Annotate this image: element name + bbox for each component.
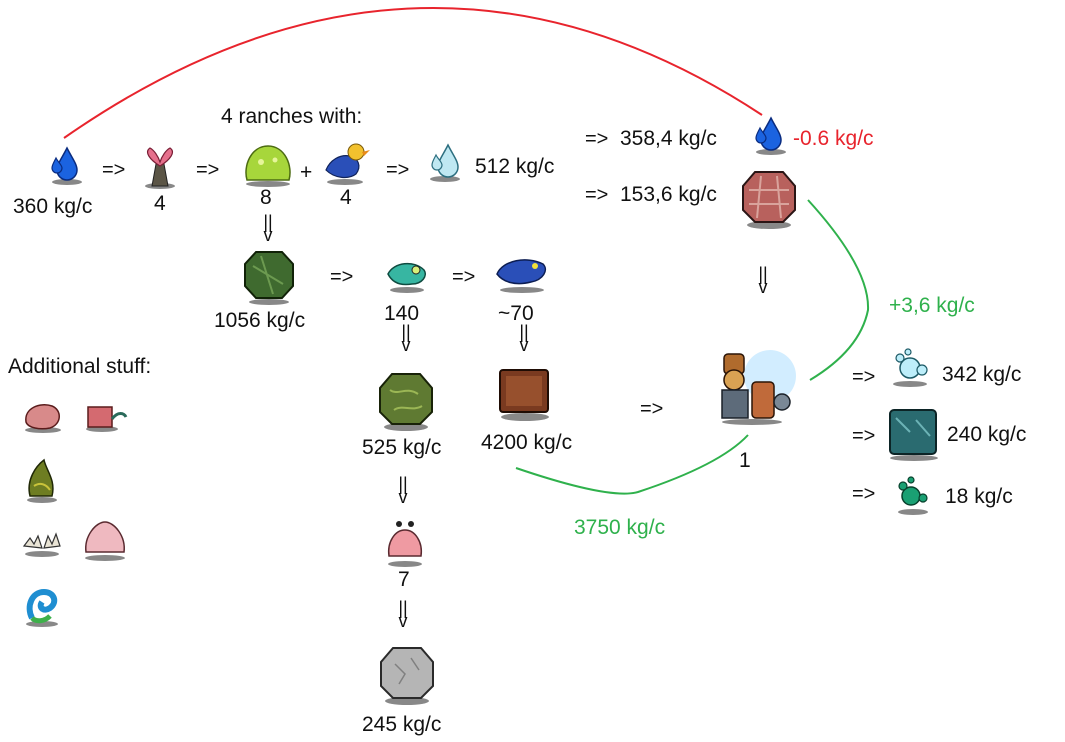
green-upper-flow: +3,6 kg/c — [889, 294, 975, 317]
slime-critter-icon — [241, 140, 295, 188]
shark-count: ~70 — [498, 302, 534, 325]
shark-critter-icon — [493, 250, 551, 294]
plant-count: 4 — [154, 192, 166, 215]
arrow-2: => — [196, 159, 220, 181]
rock-icon — [379, 644, 435, 706]
glass-block-icon — [886, 406, 942, 462]
down-arrow-fish: ||v — [401, 322, 411, 355]
water-input-label: 360 kg/c — [13, 195, 93, 218]
phosphorite-icon — [378, 370, 434, 432]
algae-rock-icon — [243, 248, 295, 306]
polluted-water-icon — [426, 143, 464, 183]
oxygen-bubbles-icon — [888, 346, 932, 388]
plant-icon — [140, 146, 180, 190]
down-arrow-brick: ||v — [758, 264, 768, 297]
brick-rock-icon — [741, 168, 797, 230]
ranches-title: 4 ranches with: — [221, 105, 363, 128]
down-arrow-crab: ||v — [398, 598, 408, 631]
water-out-label: 358,4 kg/c — [620, 127, 717, 150]
slab-icon — [496, 366, 554, 422]
brick-out-label: 153,6 kg/c — [620, 183, 717, 206]
meat-icon — [20, 398, 66, 434]
arrow-brick-out: => — [585, 184, 609, 206]
rock-label: 245 kg/c — [362, 713, 442, 736]
slime-count: 8 — [260, 186, 272, 209]
output-arrow-green: => — [852, 483, 876, 505]
machine-count: 1 — [739, 449, 751, 472]
arrow-3: => — [386, 159, 410, 181]
output-arrow-glass: => — [852, 425, 876, 447]
down-arrow-shark: ||v — [519, 322, 529, 355]
green-lower-flow: 3750 kg/c — [574, 516, 666, 539]
arrow-1: => — [102, 159, 126, 181]
algae-mass-label: 1056 kg/c — [214, 309, 306, 332]
kelp-icon — [22, 586, 64, 628]
water-delta-label: -0.6 kg/c — [793, 127, 874, 150]
plus-sign: + — [300, 161, 313, 184]
polluted-water-label: 512 kg/c — [475, 155, 555, 178]
water-drop-output-icon — [752, 116, 790, 156]
fish-count: 140 — [384, 302, 420, 325]
pacu-fish-icon — [384, 254, 430, 294]
phosphorite-label: 525 kg/c — [362, 436, 442, 459]
red-feedback-curve — [63, 6, 763, 139]
water-drop-icon — [48, 146, 86, 186]
output-arrow-oxygen: => — [852, 366, 876, 388]
slab-label: 4200 kg/c — [481, 431, 573, 454]
green-return-curve — [515, 434, 749, 495]
glass-output-label: 240 kg/c — [947, 423, 1027, 446]
bird-critter-icon — [320, 140, 370, 186]
reed-fiber-icon — [22, 456, 62, 504]
arrow-to-shark: => — [452, 266, 476, 288]
bird-count: 4 — [340, 186, 352, 209]
arrow-to-fish: => — [330, 266, 354, 288]
oxygen-output-label: 342 kg/c — [942, 363, 1022, 386]
additional-label: Additional stuff: — [8, 355, 152, 378]
crab-count: 7 — [398, 568, 410, 591]
green-bubbles-icon — [893, 474, 933, 516]
green-output-curve — [807, 199, 870, 381]
fish-fillet-icon — [82, 401, 128, 433]
machine-icon — [712, 346, 798, 426]
down-arrow-slime: ||v — [263, 212, 273, 245]
crab-shell-icon — [80, 516, 130, 562]
arrow-water-out: => — [585, 128, 609, 150]
down-arrow-phosphorite: ||v — [398, 474, 408, 507]
green-output-label: 18 kg/c — [945, 485, 1013, 508]
arrow-to-machine: => — [640, 398, 664, 420]
egg-shell-icon — [20, 524, 64, 558]
crab-critter-icon — [383, 516, 427, 568]
